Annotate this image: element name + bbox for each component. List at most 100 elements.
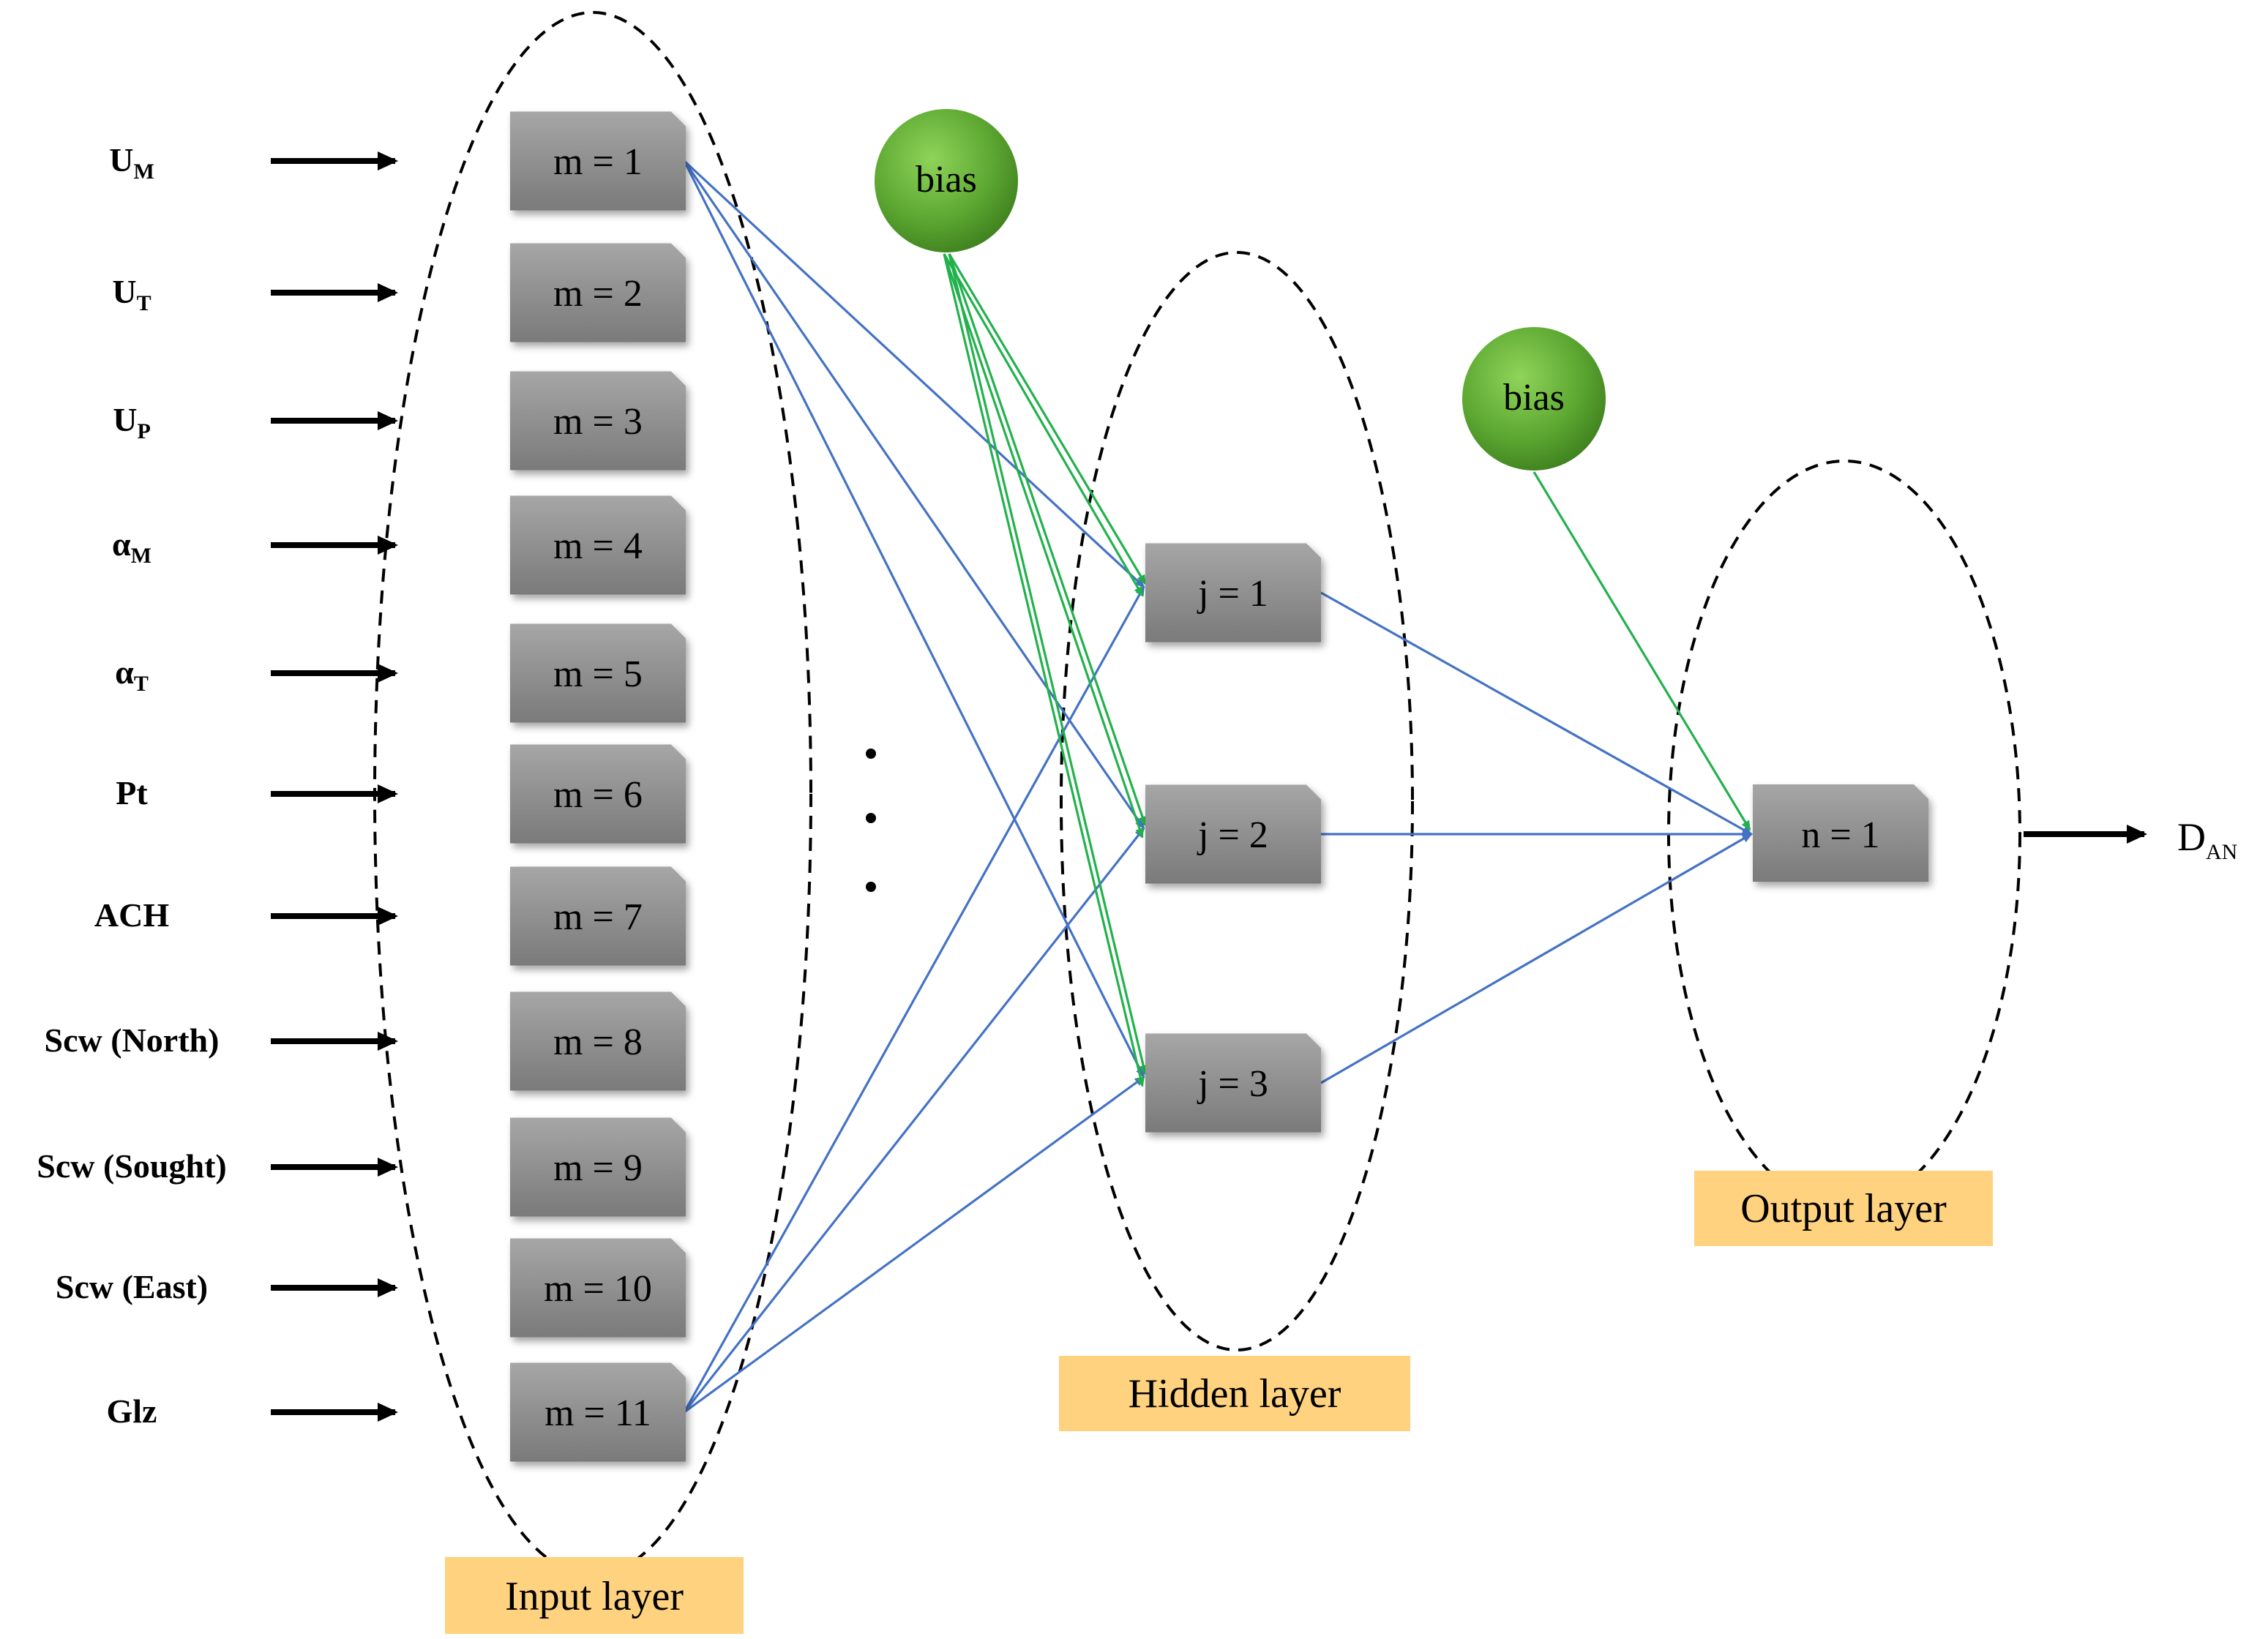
input-node-label: m = 2 (553, 273, 643, 315)
input-variable-label: Scw (East) (56, 1268, 208, 1305)
input-variable-label: αM (112, 525, 151, 568)
hidden-node-label: j = 2 (1197, 814, 1268, 856)
bias-line (948, 253, 1148, 1076)
input-variable-sub: T (137, 291, 151, 315)
input-variable-label: Scw (Sought) (37, 1147, 226, 1185)
input-node-label: m = 8 (553, 1021, 643, 1063)
bias-line (948, 253, 1147, 585)
input-variable-main: Scw (North) (45, 1021, 220, 1059)
input-node-shape (510, 623, 686, 723)
hidden-node: j = 1 (1145, 543, 1321, 642)
hidden-node-label: j = 1 (1197, 573, 1268, 615)
hidden-node-shape (1145, 1033, 1321, 1133)
input-node-label: m = 7 (553, 896, 643, 938)
input-node: m = 10 (510, 1238, 686, 1338)
input-node-label: m = 5 (553, 653, 643, 695)
input-node: m = 3 (510, 371, 686, 470)
input-variable-main: Scw (Sought) (37, 1147, 226, 1185)
ellipsis-dot (866, 813, 876, 823)
input-variable-label: UT (112, 273, 151, 315)
hidden-node-label: j = 3 (1197, 1063, 1268, 1105)
input-node: m = 11 (510, 1362, 686, 1462)
hidden-layer-ellipse (1060, 251, 1414, 1351)
input-node: m = 8 (510, 991, 686, 1091)
bias-line (943, 253, 1144, 597)
input-layer-tag: Input layer (445, 1557, 744, 1634)
weight-line (683, 160, 1145, 588)
input-variable: Scw (Sought) (37, 1147, 398, 1185)
input-node: m = 4 (510, 495, 686, 595)
output-variable-label: DAN (2177, 815, 2237, 864)
weight-line (684, 1076, 1145, 1414)
input-variable: αM (112, 525, 398, 568)
output-variable-sub: AN (2206, 840, 2237, 864)
hidden-node-shape (1145, 543, 1321, 642)
bias-line (948, 253, 1147, 827)
output-node-label: n = 1 (1801, 814, 1879, 856)
input-node: m = 1 (510, 111, 686, 211)
input-variable: ACH (94, 896, 398, 934)
output-variable-main: D (2177, 815, 2206, 859)
weight-connections (683, 160, 1753, 1414)
hidden-node-shape (1145, 784, 1321, 884)
ellipsis-dot (866, 882, 876, 892)
input-variable: Scw (North) (45, 1021, 398, 1059)
hidden-node: j = 2 (1145, 784, 1321, 884)
hidden-nodes: j = 1 j = 2 j = 3 (1145, 543, 1321, 1133)
input-node: m = 5 (510, 623, 686, 723)
input-variable-label: Scw (North) (45, 1021, 220, 1059)
input-node-shape (510, 111, 686, 211)
output-node: n = 1 (1753, 784, 1928, 882)
input-variable-main: α (115, 653, 134, 691)
input-variable: UM (109, 141, 398, 184)
input-node-shape (510, 744, 686, 844)
input-node: m = 7 (510, 866, 686, 966)
input-node-shape (510, 991, 686, 1091)
bias-node-hidden: bias (875, 109, 1018, 252)
input-variable: αT (115, 653, 398, 696)
input-node-shape (510, 866, 686, 966)
input-variable: Pt (116, 774, 398, 811)
hidden-layer-tag-box (1059, 1356, 1410, 1431)
input-node-label: m = 9 (553, 1147, 643, 1189)
input-layer-label: Input layer (505, 1574, 684, 1619)
weight-line (1320, 833, 1753, 1084)
input-variable-main: U (113, 401, 137, 438)
input-variable-main: α (112, 525, 131, 563)
ellipsis-dot (866, 749, 876, 759)
input-variable-main: U (112, 273, 136, 310)
input-node-shape (510, 495, 686, 595)
weight-line (683, 160, 1145, 1079)
input-nodes: m = 1 m = 2 m = 3 m = 4 m = 5 m = 6 m = 7 m = 8… (510, 111, 686, 1462)
input-variable-label: αT (115, 653, 149, 696)
input-variable: UT (112, 273, 398, 315)
input-variable-sub: P (137, 419, 150, 443)
bias-circle-hidden (875, 109, 1018, 252)
input-variable-label: Glz (107, 1392, 157, 1430)
input-node-label: m = 3 (553, 401, 643, 443)
output-layer-tag: Output layer (1694, 1171, 1993, 1246)
input-variable-sub: T (134, 672, 149, 696)
ellipsis-dots (866, 749, 876, 892)
hidden-layer-label: Hidden layer (1129, 1371, 1341, 1417)
bias-line (943, 253, 1145, 1087)
input-node-label: m = 4 (553, 525, 643, 567)
input-node-shape (510, 243, 686, 342)
input-node: m = 6 (510, 744, 686, 844)
input-variable-sub: M (133, 160, 154, 184)
input-node-label: m = 10 (544, 1268, 652, 1310)
input-node-shape (510, 1117, 686, 1217)
input-node-label: m = 1 (553, 141, 643, 183)
input-node-shape (510, 371, 686, 470)
input-variable-label: Pt (116, 774, 148, 811)
bias-label-hidden: bias (916, 159, 977, 200)
input-layer-tag-box (445, 1557, 744, 1634)
input-node-label: m = 6 (553, 774, 643, 816)
bias-line (1532, 471, 1751, 831)
output-layer-tag-box (1694, 1171, 1993, 1246)
output-layer-label: Output layer (1740, 1186, 1947, 1231)
input-variable-main: U (109, 141, 133, 179)
input-variable-main: ACH (94, 896, 169, 934)
input-variable-main: Scw (East) (56, 1268, 208, 1305)
